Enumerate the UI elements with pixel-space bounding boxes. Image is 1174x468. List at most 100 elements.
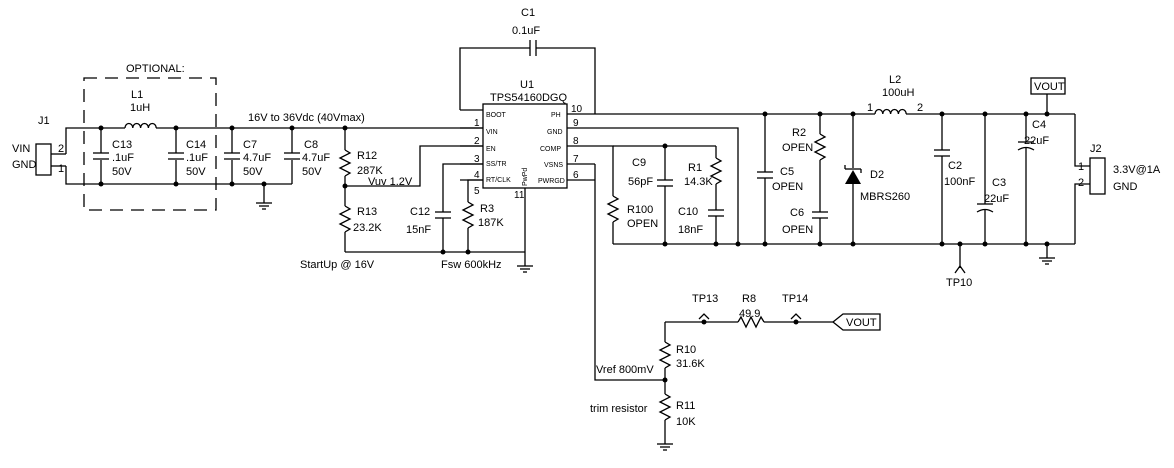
- c4-value: 22uF: [1024, 135, 1049, 147]
- d2-ref: D2: [870, 169, 884, 181]
- c1-value: 0.1uF: [512, 25, 540, 37]
- feedback-network: TP13 TP14 R8 49.9 R10 31.6K Vref 800mV t…: [590, 164, 881, 451]
- j1-net-gnd: GND: [12, 159, 37, 171]
- r8-value: 49.9: [739, 308, 760, 320]
- u1-pin-10: 10: [571, 104, 583, 115]
- r100-ref: R100: [627, 204, 653, 216]
- ph-net: [595, 111, 1075, 117]
- uvlo-divider: R12 287K Vuv 1.2V R13 23.2K StartUp @ 16…: [300, 125, 525, 271]
- c5-value: OPEN: [772, 181, 803, 193]
- uvlo-label: Vuv 1.2V: [368, 176, 413, 188]
- r11-ref: R11: [676, 400, 695, 412]
- r3-ref: R3: [480, 203, 494, 215]
- c12-value: 15nF: [406, 224, 431, 236]
- r1-ref: R1: [688, 162, 702, 174]
- u1-pin-vin-label: VIN: [486, 129, 498, 136]
- c10-value: 18nF: [678, 224, 703, 236]
- c9-ref: C9: [632, 157, 646, 169]
- u1-pin-2: 2: [474, 136, 480, 147]
- optional-label: OPTIONAL:: [126, 63, 185, 75]
- c4-capacitor: C4 22uF: [1017, 114, 1049, 244]
- c13-ref: C13: [112, 139, 132, 151]
- u1-pin-vsns-label: VSNS: [544, 162, 563, 169]
- c6-ref: C6: [790, 207, 804, 219]
- j2-net-vout: 3.3V@1A: [1113, 164, 1161, 176]
- optional-box: OPTIONAL:: [83, 63, 217, 211]
- fsw-label: Fsw 600kHz: [441, 259, 502, 271]
- l2-pin-2: 2: [917, 102, 923, 114]
- u1-pin-en-label: EN: [486, 146, 496, 153]
- u1-pin-4: 4: [474, 170, 480, 181]
- r10-value: 31.6K: [676, 358, 705, 370]
- j1-net-vin: VIN: [12, 143, 30, 155]
- tp13-label: TP13: [692, 293, 718, 305]
- c8-rating: 50V: [302, 166, 322, 178]
- u1-pin-rtclk-label: RT/CLK: [486, 177, 511, 184]
- c2-ref: C2: [948, 160, 962, 172]
- r1-value: 14.3K: [684, 176, 713, 188]
- c13-rating: 50V: [112, 166, 132, 178]
- u1-pin-comp-label: COMP: [540, 146, 561, 153]
- input-range-label: 16V to 36Vdc (40Vmax): [248, 112, 365, 124]
- u1-ref: U1: [520, 79, 534, 91]
- c14-capacitor: C14 .1uF 50V: [168, 139, 208, 178]
- u1-part: TPS54160DGQ: [490, 92, 567, 104]
- comp-network: C9 56pF R1 14.3K R100 OPEN C10 18nF: [595, 143, 724, 244]
- vout-fb-label: VOUT: [846, 317, 877, 329]
- c3-ref: C3: [992, 177, 1006, 189]
- c7-rating: 50V: [243, 166, 263, 178]
- c8-ref: C8: [304, 139, 318, 151]
- u1-pin-8: 8: [573, 136, 579, 147]
- r12-ref: R12: [357, 150, 377, 162]
- r2-value: OPEN: [782, 142, 813, 154]
- u1-pad-num: 11: [514, 190, 525, 201]
- r3-value: 187K: [478, 217, 504, 229]
- j2-pin-2: 2: [1078, 177, 1084, 189]
- gnd-net: [595, 127, 1075, 265]
- c3-capacitor: C3 22uF: [976, 114, 1009, 244]
- u1-pad-label: PwPd: [522, 168, 529, 186]
- u1-pin-ph-label: PH: [551, 112, 561, 119]
- r8-ref: R8: [742, 293, 756, 305]
- u1-ic: U1 TPS54160DGQ BOOT VIN EN SS/TR RT/CLK …: [460, 79, 595, 266]
- j2-pin-1: 1: [1078, 161, 1084, 173]
- c14-rating: 50V: [186, 166, 206, 178]
- l1-inductor: L1 1uH: [124, 89, 157, 129]
- j1-connector: J1 VIN GND 2 1: [12, 115, 66, 176]
- c14-value: .1uF: [186, 152, 208, 164]
- l2-value: 100uH: [882, 87, 914, 99]
- vout-top-label: VOUT: [1034, 81, 1065, 93]
- u1-pin-1: 1: [474, 118, 480, 129]
- r3-resistor: R3 187K Fsw 600kHz: [441, 179, 504, 271]
- j1-pin-1: 1: [58, 163, 64, 175]
- c1-capacitor: C1 0.1uF: [459, 7, 596, 114]
- j1-pin-2: 2: [58, 143, 64, 155]
- j1-ref: J1: [38, 115, 50, 127]
- c3-value: 22uF: [984, 193, 1009, 205]
- c13-capacitor: C13 .1uF 50V: [93, 139, 134, 178]
- u1-pin-sstr-label: SS/TR: [486, 161, 507, 168]
- j2-connector: J2 1 2 3.3V@1A GND: [1074, 114, 1161, 244]
- tp14-label: TP14: [782, 293, 808, 305]
- ground-symbol-input: [256, 202, 272, 210]
- c7-capacitor: C7 4.7uF 50V: [224, 139, 271, 178]
- vref-label: Vref 800mV: [596, 364, 654, 376]
- r2-c6-snubber: R2 OPEN C6 OPEN: [782, 114, 828, 244]
- d2-value: MBRS260: [860, 191, 910, 203]
- r10-ref: R10: [676, 344, 696, 356]
- c8-capacitor: C8 4.7uF 50V: [284, 139, 330, 178]
- tp10-testpoint: TP10: [946, 244, 972, 289]
- u1-pin-gnd-label: GND: [547, 129, 563, 136]
- r13-value: 23.2K: [353, 222, 382, 234]
- c14-ref: C14: [186, 139, 206, 151]
- l2-inductor: L2 100uH 1 2: [867, 74, 923, 115]
- l2-pin-1: 1: [867, 102, 873, 114]
- c12-capacitor: C12 15nF: [406, 163, 483, 255]
- r12-value: 287K: [357, 165, 383, 177]
- c4-ref: C4: [1032, 119, 1046, 131]
- r11-value: 10K: [676, 416, 696, 428]
- trim-label: trim resistor: [590, 403, 648, 415]
- u1-pin-6: 6: [573, 170, 579, 181]
- r100-value: OPEN: [627, 218, 658, 230]
